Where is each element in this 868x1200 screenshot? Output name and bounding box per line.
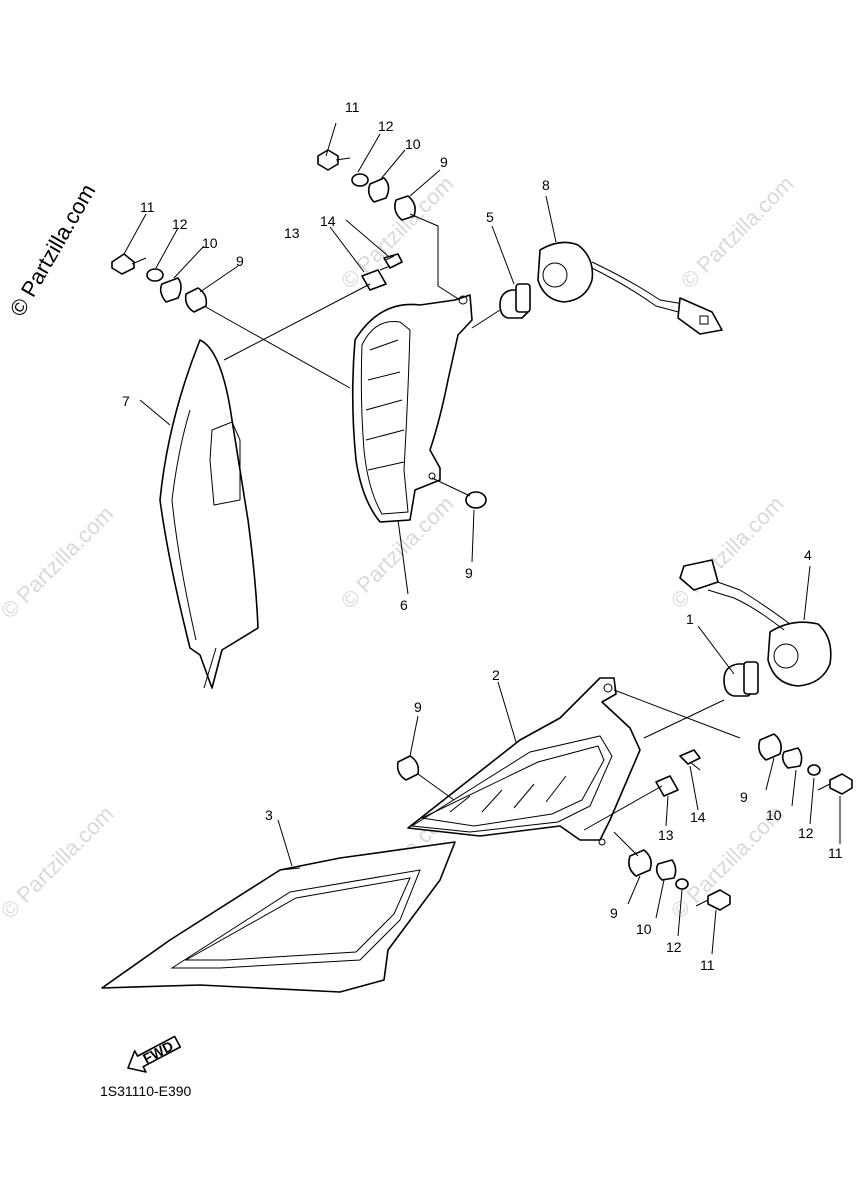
watermark-tile: © Partzilla.com [0, 501, 118, 624]
callout-11: 11 [700, 957, 715, 973]
fastener-set-upper-top [317, 149, 416, 221]
fwd-arrow: FWD [127, 1035, 182, 1073]
leader-lines-upper [123, 122, 557, 595]
callout-9: 9 [440, 154, 448, 170]
watermark-tile: © Partzilla.com [0, 801, 118, 924]
part-4-socket [679, 559, 832, 687]
part-8-socket [537, 241, 723, 335]
part-9-grommet-lower [396, 755, 420, 781]
part-1-bulb [723, 661, 759, 697]
callout-9: 9 [414, 699, 422, 715]
callout-8: 8 [542, 177, 550, 193]
callout-4: 4 [804, 547, 812, 563]
callout-10: 10 [766, 807, 782, 823]
callout-9: 9 [236, 253, 244, 269]
callout-12: 12 [172, 216, 188, 232]
part-7-cover [159, 339, 259, 689]
part-9-grommet-upper [465, 491, 487, 509]
fastener-set-lower-right-a [758, 733, 853, 795]
part-13-14-lower [655, 749, 701, 797]
callout-12: 12 [798, 825, 814, 841]
part-3-cover [101, 841, 456, 993]
callout-14: 14 [690, 809, 706, 825]
callout-9: 9 [610, 905, 618, 921]
watermark-tile: © Partzilla.com [676, 171, 799, 294]
watermark-layer: © Partzilla.com © Partzilla.com © Partzi… [0, 171, 798, 924]
callout-10: 10 [636, 921, 652, 937]
callout-10: 10 [405, 136, 421, 152]
callout-11: 11 [345, 99, 360, 115]
watermark-tile: © Partzilla.com [336, 171, 459, 294]
callout-14: 14 [320, 213, 336, 229]
diagram-code: 1S31110-E390 [100, 1083, 192, 1099]
fastener-set-lower-right-b [628, 849, 731, 911]
part-2-light [407, 677, 641, 846]
watermark-main: © Partzilla.com [5, 180, 101, 321]
callout-12: 12 [666, 939, 682, 955]
callout-3: 3 [265, 807, 273, 823]
callout-1: 1 [686, 611, 694, 627]
callout-11: 11 [828, 845, 843, 861]
callout-6: 6 [400, 597, 408, 613]
callout-13: 13 [284, 225, 300, 241]
callout-2: 2 [492, 667, 500, 683]
fwd-label: FWD [140, 1038, 176, 1067]
callout-7: 7 [122, 393, 130, 409]
leader-lines-lower [277, 565, 841, 955]
part-5-bulb [499, 283, 531, 319]
callout-11: 11 [140, 199, 155, 215]
callout-13: 13 [658, 827, 674, 843]
part-6-light [351, 294, 473, 523]
callout-5: 5 [486, 209, 494, 225]
callout-9: 9 [740, 789, 748, 805]
callout-10: 10 [202, 235, 218, 251]
callout-12: 12 [378, 118, 394, 134]
callout-9: 9 [465, 565, 473, 581]
callout-labels: 11 12 10 9 8 5 14 13 11 12 10 9 7 9 6 4 … [122, 99, 843, 973]
watermark-tile: © Partzilla.com [666, 491, 789, 614]
